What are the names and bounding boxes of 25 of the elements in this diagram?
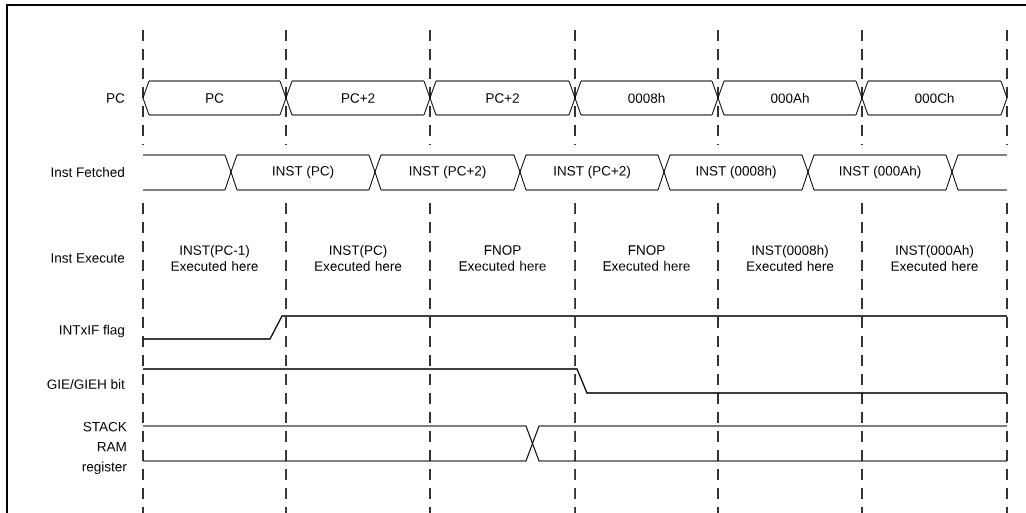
bus-segment: 0008h <box>574 80 719 116</box>
execution-note: INST(PC-1) Executed here <box>171 245 258 271</box>
bus-segment <box>142 154 232 191</box>
bus-segment: INST (PC+2) <box>519 154 665 191</box>
signal-name: STACK RAM register <box>82 421 127 475</box>
signal-name: GIE/GIEH bit <box>47 379 125 389</box>
signal-name: INTxIF flag <box>60 324 124 338</box>
execution-note: INST(000Ah) Executed here <box>891 245 978 271</box>
bus-segment <box>951 154 1008 191</box>
signal-name: PC <box>107 93 125 103</box>
execution-note: INST(PC) Executed here <box>315 245 402 271</box>
bus-segment: 000Ch <box>861 80 1008 116</box>
execution-note: FNOP Executed here <box>459 245 546 271</box>
signal-name: Inst Execute <box>51 253 125 263</box>
signal-name: Inst Fetched <box>51 167 124 177</box>
bus-segment: INST (PC+2) <box>374 154 521 191</box>
bus-segment: PC <box>142 80 287 116</box>
bus-segment: PC+2 <box>429 80 576 116</box>
bus-segment: INST (PC) <box>230 154 376 191</box>
bus-segment: 000Ah <box>717 80 863 116</box>
bus-segment: INST (0008h) <box>663 154 809 191</box>
execution-note: FNOP Executed here <box>603 245 690 271</box>
execution-note: INST(0008h) Executed here <box>747 245 834 271</box>
bus-segment: PC+2 <box>285 80 431 116</box>
bus-segment: INST (000Ah) <box>807 154 953 191</box>
